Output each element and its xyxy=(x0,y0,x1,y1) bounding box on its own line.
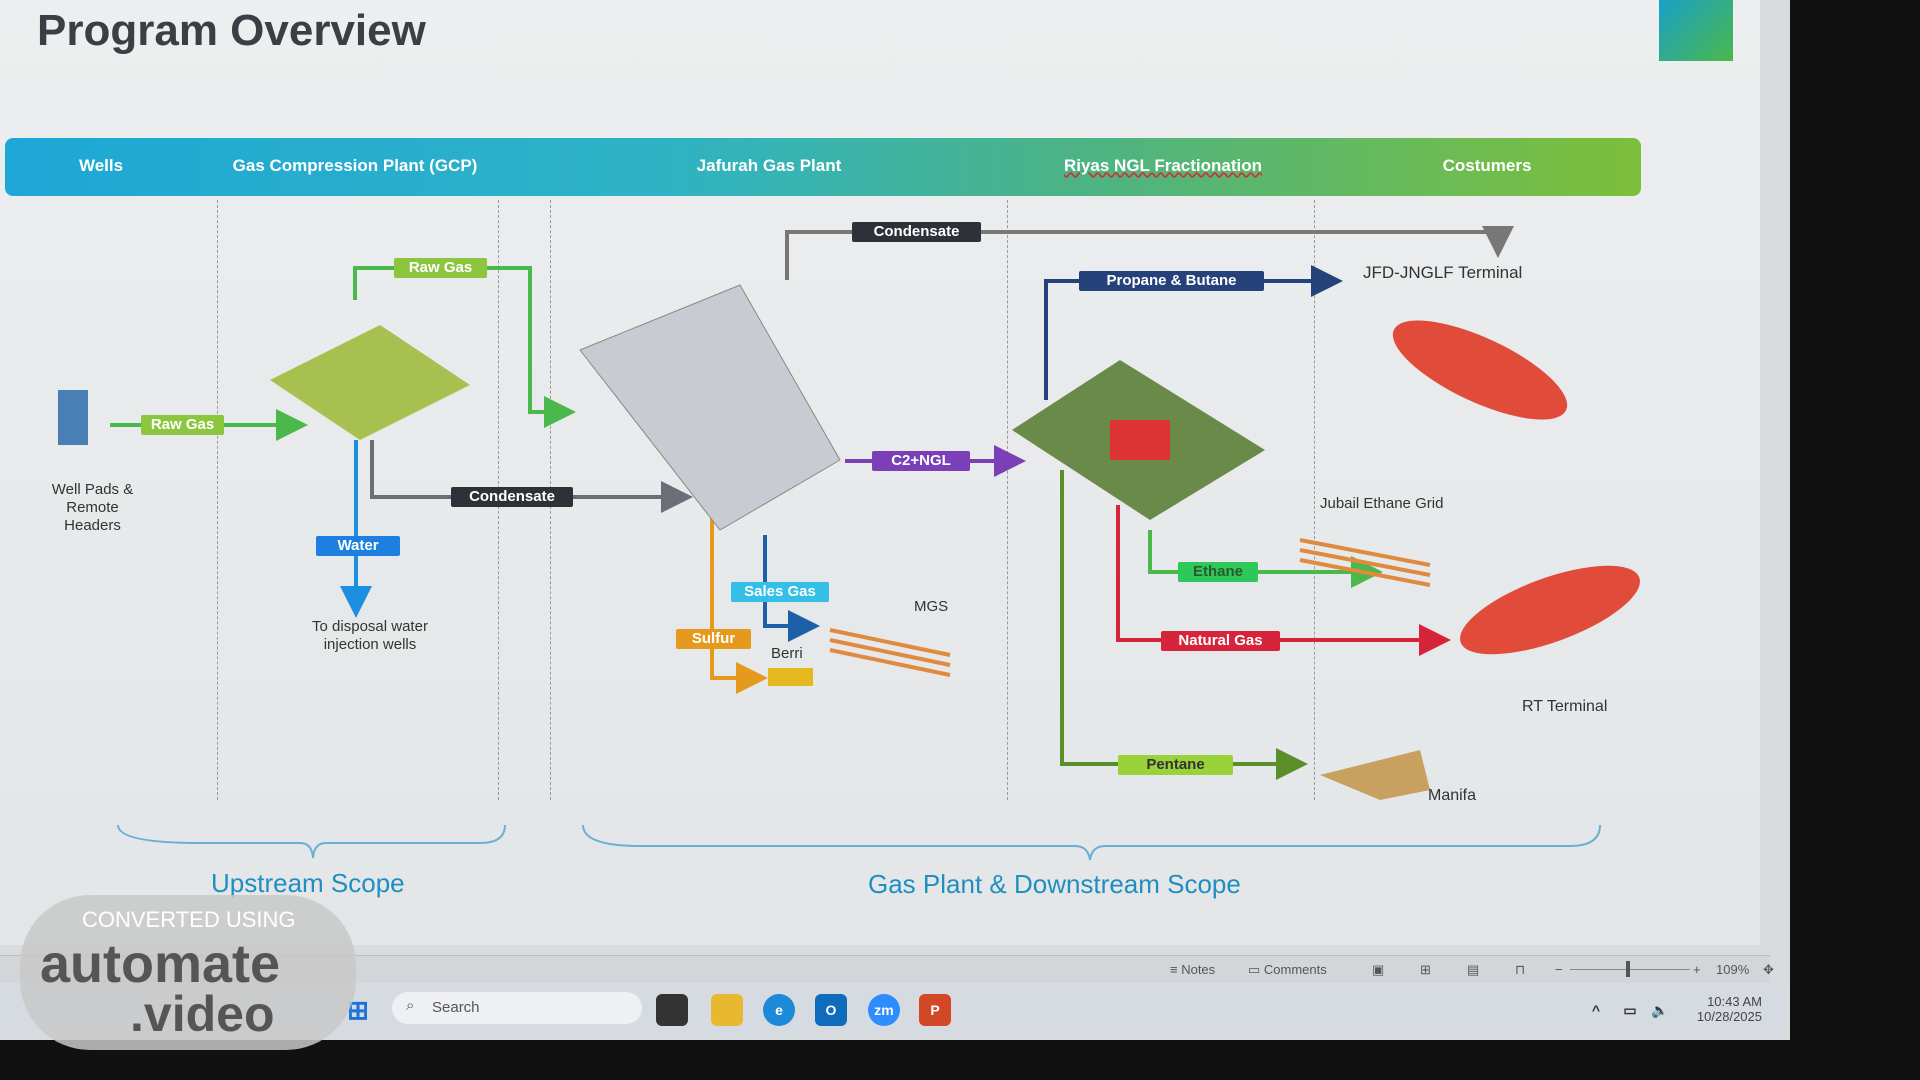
comments-button[interactable]: ▭ Comments xyxy=(1248,962,1327,977)
divider xyxy=(1007,200,1008,800)
label-berri: Berri xyxy=(771,645,803,662)
tag-ethane: Ethane xyxy=(1178,562,1258,582)
zoom-in-button[interactable]: + xyxy=(1693,962,1701,977)
tag-propane-butane: Propane & Butane xyxy=(1079,271,1264,291)
divider xyxy=(217,200,218,800)
outlook-icon[interactable]: O xyxy=(815,994,847,1026)
volume-icon[interactable]: 🔈 xyxy=(1651,1001,1669,1018)
task-view-icon[interactable] xyxy=(656,994,688,1026)
divider xyxy=(1314,200,1315,800)
zoom-slider-thumb[interactable] xyxy=(1626,961,1630,977)
stage-riyas: Riyas NGL Fractionation xyxy=(1063,156,1263,175)
clock-date: 10/28/2025 xyxy=(1696,1009,1762,1024)
zoom-level[interactable]: 109% xyxy=(1716,962,1750,977)
upstream-scope: Upstream Scope xyxy=(211,868,405,898)
tag-sulfur: Sulfur xyxy=(676,629,751,649)
facility-illustrations xyxy=(58,284,1640,800)
comments-label: Comments xyxy=(1263,962,1327,977)
search-placeholder: Search xyxy=(432,999,480,1016)
label-mgs: MGS xyxy=(914,598,949,615)
stage-jafurah: Jafurah Gas Plant xyxy=(696,156,842,175)
downstream-scope: Gas Plant & Downstream Scope xyxy=(868,869,1241,899)
normal-view-icon[interactable]: ▣ xyxy=(1372,962,1385,977)
clock-time: 10:43 AM xyxy=(1707,994,1762,1009)
stage-wells: Wells xyxy=(78,156,124,175)
tag-natural-gas: Natural Gas xyxy=(1161,631,1280,651)
tag-condensate-gcp: Condensate xyxy=(451,487,573,507)
zoom-slider[interactable] xyxy=(1570,969,1690,970)
edge-icon[interactable]: e xyxy=(763,994,795,1026)
tag-pentane: Pentane xyxy=(1118,755,1233,775)
notes-label: Notes xyxy=(1181,962,1216,977)
windows-start-icon[interactable]: ⊞ xyxy=(347,994,369,1025)
watermark: CONVERTED USING automate .video xyxy=(20,895,356,1050)
notes-button[interactable]: ≡ Notes xyxy=(1170,962,1216,977)
tag-c2-ngl: C2+NGL xyxy=(872,451,970,471)
label-well-pads: Well Pads & Remote Headers xyxy=(51,481,134,534)
file-explorer-icon[interactable] xyxy=(711,994,743,1026)
slide-title: Program Overview xyxy=(37,6,426,55)
powerpoint-icon[interactable]: P xyxy=(919,994,951,1026)
slideshow-icon[interactable]: ⊓ xyxy=(1515,962,1526,977)
label-manifa: Manifa xyxy=(1428,787,1477,804)
slide: Program Overview Wells Gas Compression P… xyxy=(0,0,1760,945)
watermark-line1: CONVERTED USING xyxy=(82,907,296,932)
zoom-out-button[interactable]: − xyxy=(1555,962,1563,977)
watermark-line2: automate xyxy=(40,934,281,994)
label-jfd-terminal: JFD-JNGLF Terminal xyxy=(1363,263,1523,282)
stage-gcp: Gas Compression Plant (GCP) xyxy=(232,156,478,175)
tag-sales-gas: Sales Gas xyxy=(731,582,829,602)
tag-condensate-top: Condensate xyxy=(852,222,981,242)
tray-chevron-icon[interactable]: ^ xyxy=(1591,1002,1601,1018)
label-disposal: To disposal water injection wells xyxy=(312,618,428,653)
watermark-line3: .video xyxy=(130,986,275,1042)
stage-band: Wells Gas Compression Plant (GCP) Jafura… xyxy=(5,138,1641,196)
label-rt-terminal: RT Terminal xyxy=(1522,698,1608,715)
tag-raw-gas-wells: Raw Gas xyxy=(141,415,224,435)
slide-sorter-icon[interactable]: ⊞ xyxy=(1420,962,1431,977)
label-jubail: Jubail Ethane Grid xyxy=(1320,495,1444,512)
company-logo xyxy=(1659,0,1733,61)
flow-arrows xyxy=(58,226,1640,861)
taskbar-search[interactable]: ⌕ Search xyxy=(392,992,642,1024)
reading-view-icon[interactable]: ▤ xyxy=(1467,962,1480,977)
zoom-app-icon[interactable]: zm xyxy=(868,994,900,1026)
fit-slide-icon[interactable]: ✥ xyxy=(1763,962,1774,977)
monitor-screen: Program Overview Wells Gas Compression P… xyxy=(0,0,1790,1040)
network-icon[interactable]: ▭ xyxy=(1623,1001,1637,1018)
search-icon: ⌕ xyxy=(406,997,415,1014)
tag-water: Water xyxy=(316,536,400,556)
stage-customers: Costumers xyxy=(1442,156,1532,175)
tag-raw-gas-top: Raw Gas xyxy=(394,258,487,278)
